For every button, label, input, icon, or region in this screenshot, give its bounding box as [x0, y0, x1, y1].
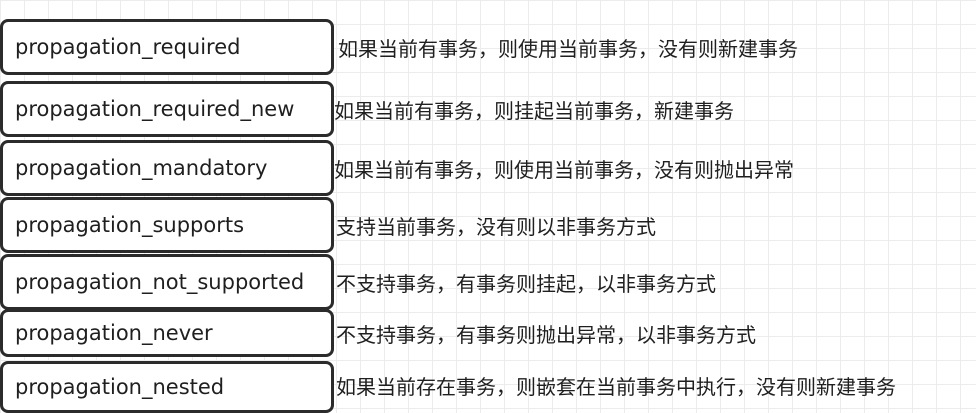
propagation-row-not-supported: propagation_not_supported 不支持事务，有事务则挂起，以…	[0, 254, 976, 310]
propagation-box: propagation_supports	[0, 197, 334, 253]
propagation-row-required: propagation_required 如果当前有事务，则使用当前事务，没有则…	[0, 19, 976, 75]
propagation-box: propagation_never	[0, 309, 334, 357]
propagation-box: propagation_not_supported	[0, 254, 334, 310]
propagation-name: propagation_never	[15, 321, 213, 345]
propagation-box: propagation_required_new	[0, 81, 334, 137]
propagation-row-never: propagation_never 不支持事务，有事务则抛出异常，以非事务方式	[0, 309, 976, 357]
propagation-row-nested: propagation_nested 如果当前存在事务，则嵌套在当前事务中执行，…	[0, 361, 976, 413]
propagation-description: 如果当前有事务，则挂起当前事务，新建事务	[334, 98, 734, 123]
propagation-name: propagation_not_supported	[15, 270, 305, 294]
propagation-box: propagation_mandatory	[0, 140, 334, 196]
propagation-description: 如果当前存在事务，则嵌套在当前事务中执行，没有则新建事务	[336, 374, 896, 399]
propagation-box: propagation_nested	[0, 361, 334, 413]
propagation-description: 如果当前有事务，则使用当前事务，没有则抛出异常	[334, 157, 794, 182]
propagation-name: propagation_mandatory	[15, 156, 268, 180]
propagation-name: propagation_nested	[15, 375, 225, 399]
propagation-description: 不支持事务，有事务则挂起，以非事务方式	[336, 271, 716, 296]
propagation-description: 如果当前有事务，则使用当前事务，没有则新建事务	[338, 36, 798, 61]
propagation-box: propagation_required	[0, 19, 334, 75]
propagation-description: 支持当前事务，没有则以非事务方式	[336, 214, 656, 239]
propagation-name: propagation_required	[15, 35, 241, 59]
propagation-name: propagation_required_new	[15, 97, 295, 121]
propagation-name: propagation_supports	[15, 213, 245, 237]
propagation-description: 不支持事务，有事务则抛出异常，以非事务方式	[336, 322, 756, 347]
propagation-row-mandatory: propagation_mandatory 如果当前有事务，则使用当前事务，没有…	[0, 140, 976, 196]
propagation-row-supports: propagation_supports 支持当前事务，没有则以非事务方式	[0, 197, 976, 253]
propagation-row-required-new: propagation_required_new 如果当前有事务，则挂起当前事务…	[0, 81, 976, 137]
